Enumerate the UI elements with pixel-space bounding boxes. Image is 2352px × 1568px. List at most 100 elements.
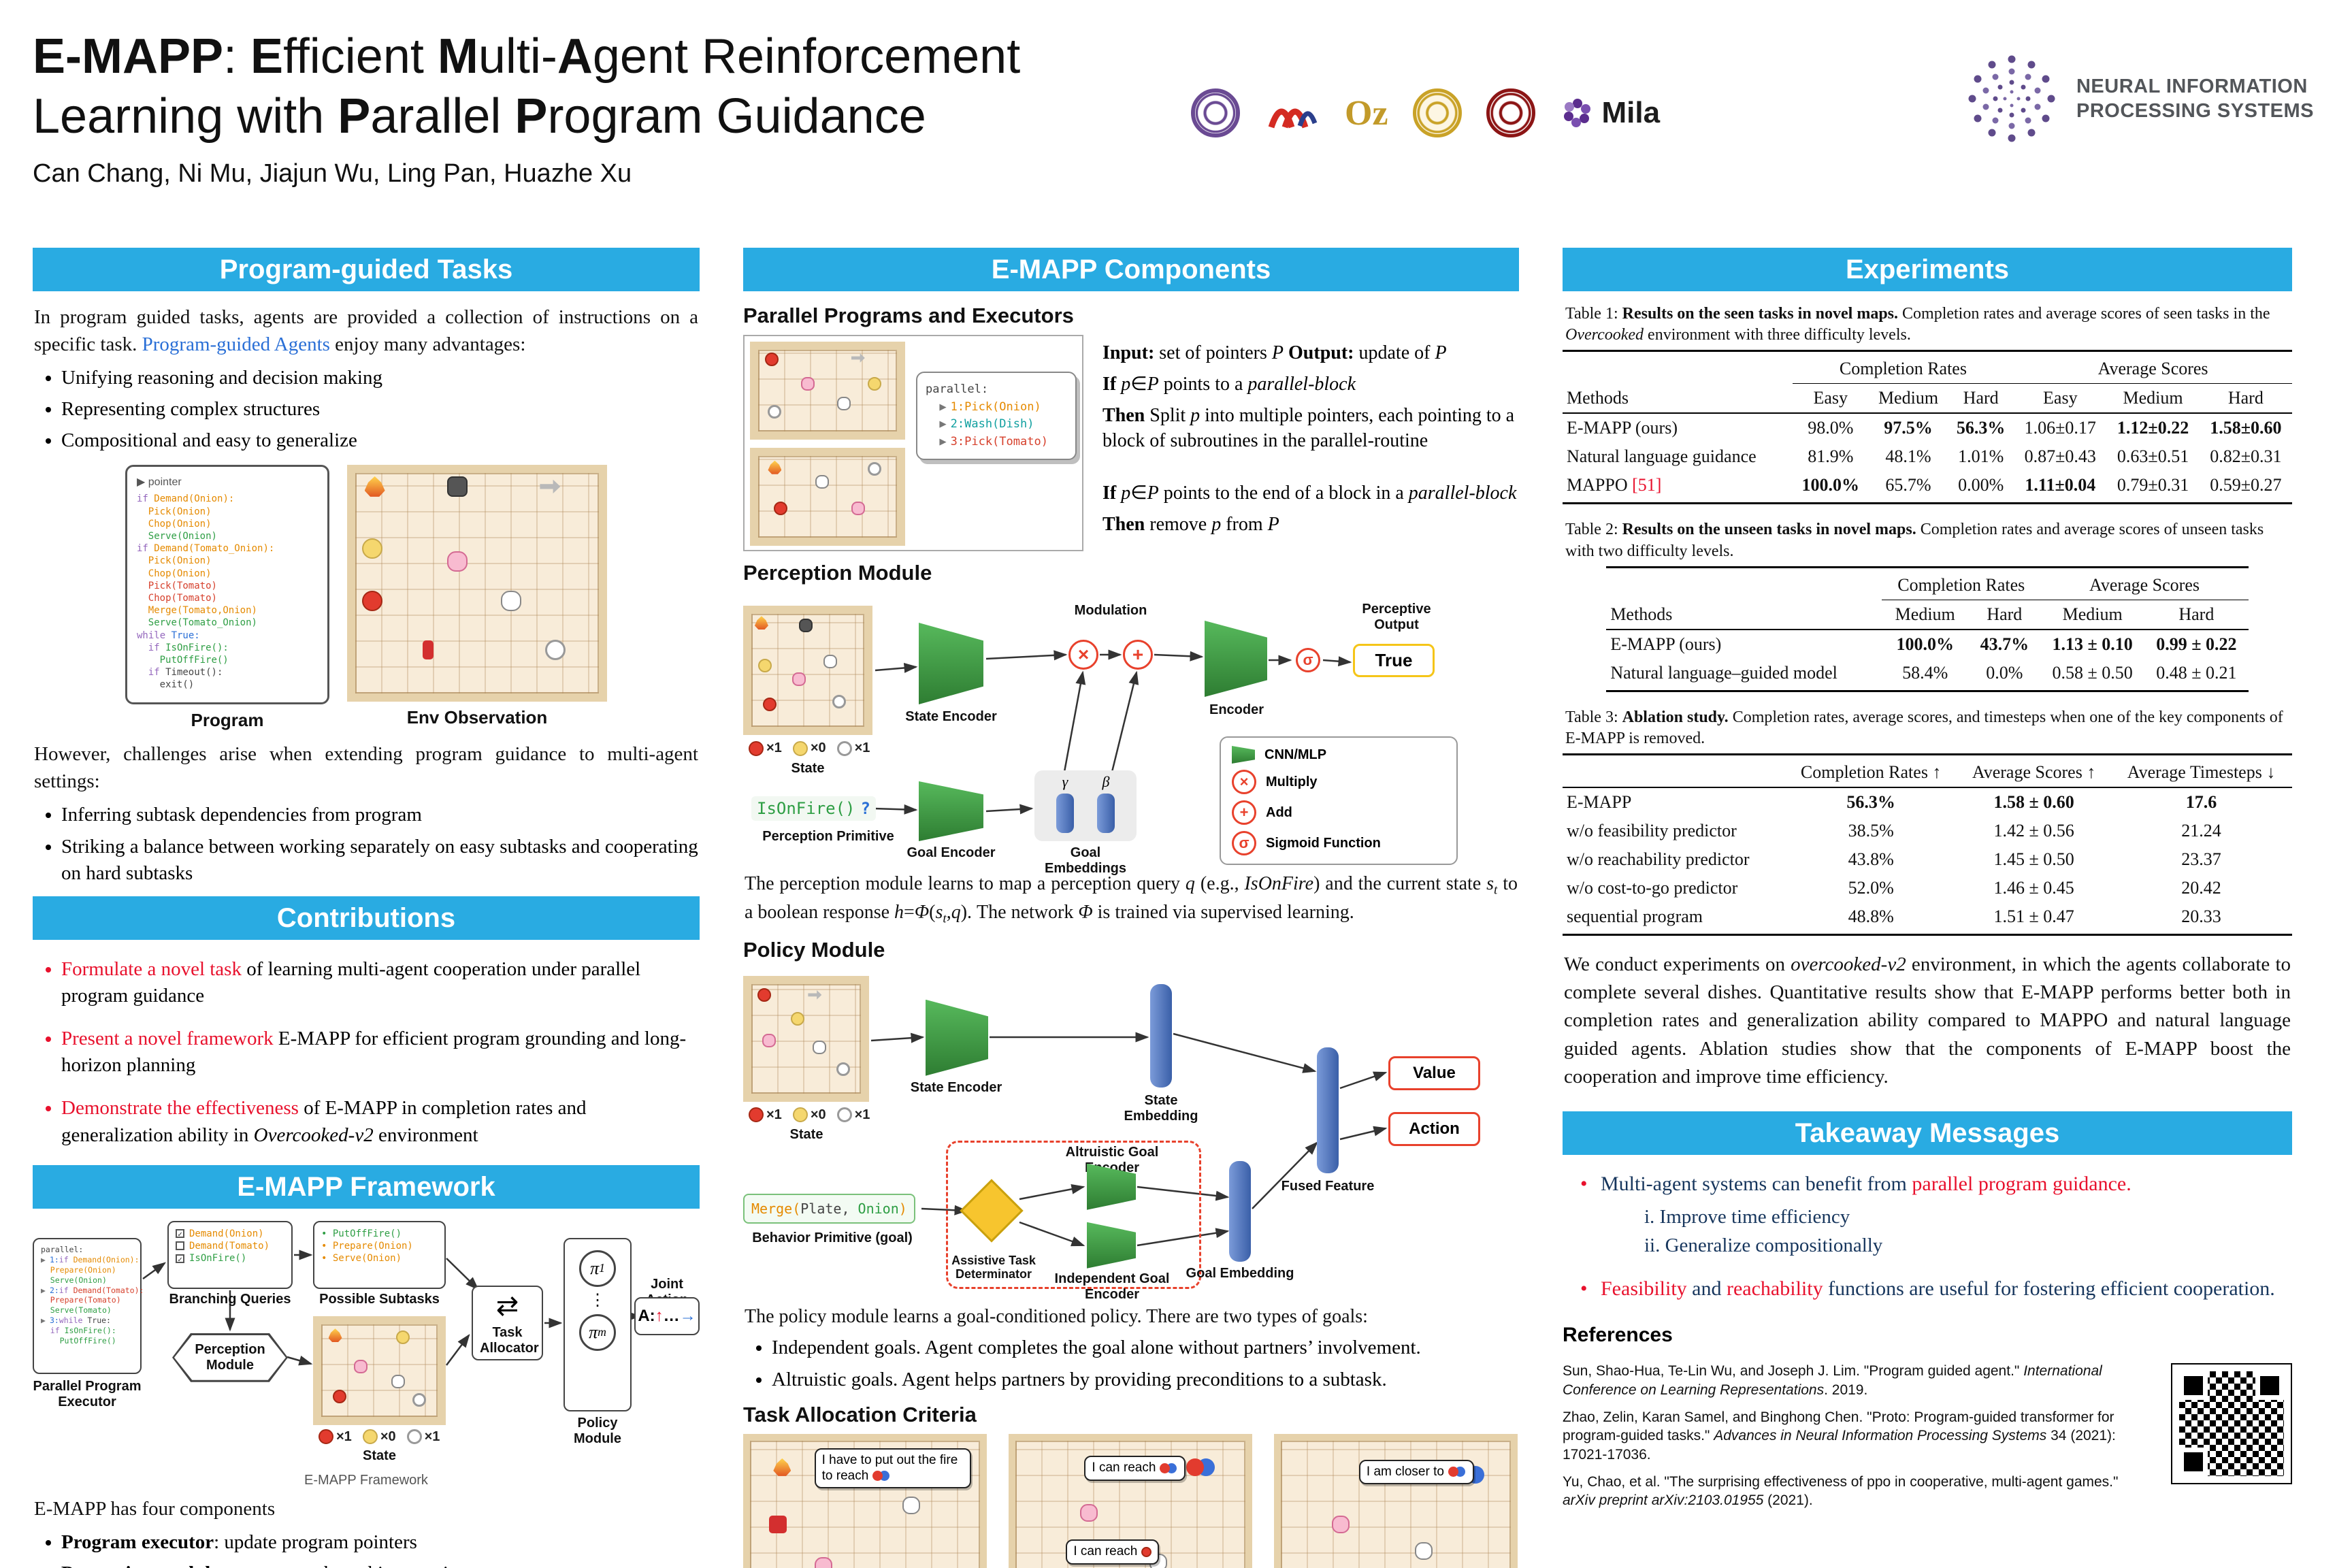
table-3-caption: Table 3: Ablation study. Completion rate… [1565, 708, 2283, 747]
list-item: Unifying reasoning and decision making [61, 365, 700, 391]
independent-goal-encoder-label: Independent Goal Encoder [1054, 1271, 1170, 1302]
tomato-icon [749, 1107, 764, 1123]
table-cell: w/o feasibility predictor [1567, 821, 1737, 841]
table-cell: E-MAPP (ours) [1610, 634, 1722, 654]
pointer-icon: ▶ [939, 399, 947, 414]
policy-subtitle: Policy Module [743, 937, 885, 962]
knife-icon [808, 990, 822, 1000]
env-observation-board [347, 465, 607, 702]
perception-primitive-label: Perception Primitive [762, 829, 894, 844]
tomato-icon [773, 501, 787, 515]
group-header: Average Scores [2014, 350, 2292, 385]
authors: Can Chang, Ni Mu, Jiajun Wu, Ling Pan, H… [33, 159, 632, 188]
advantages-list: Unifying reasoning and decision makingRe… [33, 365, 700, 454]
table-cell: 65.7% [1868, 471, 1948, 505]
contributions-list: Formulate a novel task of learning multi… [33, 956, 700, 1149]
policy-state-label: State [789, 1126, 823, 1142]
agent2-icon [501, 591, 522, 612]
list-item: Perception module: response to branching… [61, 1561, 700, 1568]
pointer-icon: ▶ [939, 417, 947, 431]
feasibility-board: I have to put out the fire to reach I ca… [743, 1433, 987, 1568]
table-cell: 1.46 ± 0.45 [1993, 878, 2074, 898]
title-line-2: Learning with Parallel Program Guidance [33, 88, 926, 144]
group-header: Completion Rates [1882, 566, 2041, 600]
qr-finder-icon [2255, 1371, 2284, 1401]
reference-item: Sun, Shao-Hua, Te-Lin Wu, and Joseph J. … [1563, 1363, 2102, 1398]
pointer-icon: ▶ [41, 1285, 46, 1295]
section-header-experiments: Experiments [1563, 248, 2292, 291]
perception-state-board [743, 606, 872, 735]
table-cell: 1.51 ± 0.47 [1957, 902, 2111, 936]
agent2-icon [815, 475, 829, 489]
university-logo-gold-seal [1412, 88, 1462, 137]
table-cell: 17.6 [2185, 792, 2217, 813]
task-allocation-panels: I have to put out the fire to reach I ca… [743, 1433, 1519, 1568]
cost-to-go-panel: I am closer to I am closer to Cost-to-go [1274, 1433, 1518, 1568]
agent2-icon [823, 654, 838, 668]
plate-icon [832, 695, 847, 709]
list-item: Formulate a novel task of learning multi… [61, 956, 700, 1009]
task-allocation-subtitle: Task Allocation Criteria [743, 1402, 977, 1426]
policy-state-counts: ×1×0×1 [749, 1107, 870, 1123]
onion-icon [792, 740, 808, 756]
section-header-contributions: Contributions [33, 896, 700, 940]
program-code: if Demand(Onion):Pick(Onion)Chop(Onion)S… [137, 493, 275, 691]
parallel-programs-figure: parallel:▶1:Pick(Onion)▶2:Wash(Dish)▶3:P… [743, 335, 1083, 551]
knife-icon [540, 479, 561, 494]
goal-embedding-label: Goal Embedding [1186, 1265, 1294, 1281]
takeaway-item: Feasibility and reachability functions a… [1580, 1275, 2292, 1303]
parallel-board-1 [750, 342, 905, 440]
onion-icon [362, 1429, 378, 1445]
agent1-icon [354, 1360, 368, 1374]
list-item: Inferring subtask dependencies from prog… [61, 802, 700, 828]
agent1-icon [801, 377, 815, 391]
agent2-icon [902, 1496, 920, 1514]
parallel-board-2 [750, 448, 905, 546]
pointer-icon: ▶ [137, 476, 146, 489]
shuffle-icon: ⇄ [495, 1290, 519, 1321]
behavior-primitive-label: Behavior Primitive (goal) [752, 1230, 913, 1245]
reference-item: Zhao, Zelin, Karan Samel, and Binghong C… [1563, 1409, 2116, 1463]
table-cell: 0.58 ± 0.50 [2040, 658, 2144, 692]
table-cell: E-MAPP [1567, 792, 1632, 813]
results-table-unseen-tasks: Completion Rates Average Scores Methods … [1606, 566, 2249, 692]
table-cell: MAPPO [51] [1563, 471, 1793, 505]
mila-logo: Mila [1560, 95, 1660, 131]
agent1-icon [447, 551, 468, 572]
beta-embedding-bar [1097, 794, 1115, 833]
agent1-icon [791, 672, 806, 687]
tomato-icon [362, 591, 383, 612]
possible-subtasks-label: Possible Subtasks [319, 1291, 440, 1307]
university-logo-crimson-seal [1486, 88, 1535, 137]
column-right: Experiments Table 1: Results on the seen… [1563, 240, 2292, 1518]
pointer-icon: ▶ [41, 1316, 46, 1326]
table-cell: 0.59±0.27 [2199, 471, 2292, 505]
tomato-icon [318, 1429, 333, 1445]
fused-feature-label: Fused Feature [1281, 1178, 1375, 1194]
assistive-determinator-region [946, 1140, 1201, 1289]
poster-header: E-MAPP: Efficient Multi-Agent Reinforcem… [0, 0, 2352, 240]
policy-module-label: Policy Module [574, 1415, 621, 1446]
tomato-icon [765, 353, 779, 367]
qr-code [2171, 1363, 2292, 1485]
goal-embeddings-box: γ β [1034, 770, 1137, 841]
table-cell: 0.63±0.51 [2117, 446, 2189, 467]
table-cell: 20.42 [2181, 878, 2221, 898]
table-cell: 43.8% [1848, 849, 1894, 870]
table-cell: 58.4% [1882, 658, 1969, 692]
branching-queries-box: ✓Demand(Onion)Demand(Tomato)✓IsOnFire() [167, 1220, 293, 1289]
agents-icon [1160, 1463, 1171, 1473]
section-header-takeaway: Takeaway Messages [1563, 1111, 2292, 1155]
list-item: Present a novel framework E-MAPP for eff… [61, 1026, 700, 1079]
table-cell: 0.00% [1948, 471, 2014, 505]
plate-icon [836, 740, 852, 756]
speech-bubble: I have to put out the fire to reach [814, 1448, 971, 1489]
cost-to-go-board: I am closer to I am closer to [1274, 1433, 1518, 1568]
